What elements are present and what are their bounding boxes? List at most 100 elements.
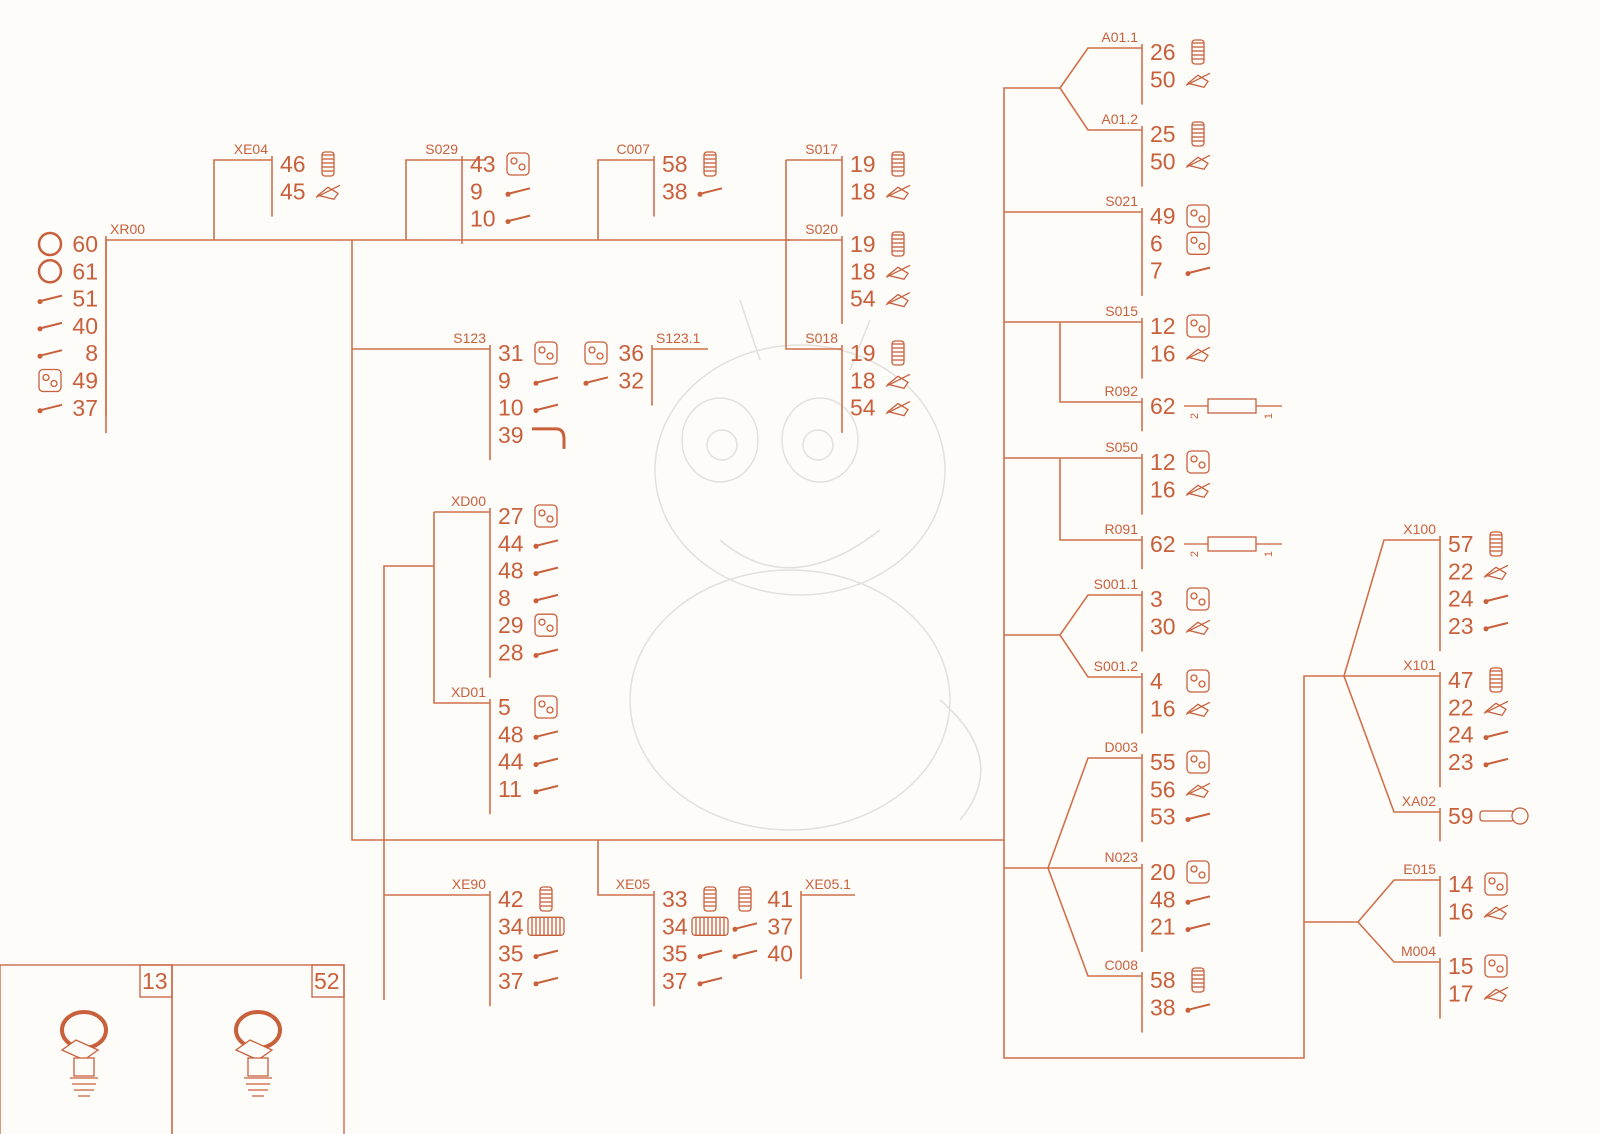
part-49-icon [1186, 204, 1210, 228]
connector-label: S021 [1105, 193, 1138, 209]
connector-label: D003 [1105, 739, 1139, 755]
part-number: 9 [470, 178, 483, 204]
part-43-icon [506, 152, 530, 176]
part-number: 59 [1448, 803, 1474, 829]
ring-terminal-bolt-icon [234, 1010, 282, 1097]
part-number: 12 [1150, 313, 1176, 339]
part-number: 49 [72, 368, 98, 394]
part-29-icon [534, 613, 558, 637]
connector-label: R092 [1105, 383, 1139, 399]
part-number: 35 [498, 941, 524, 967]
part-36-icon [584, 341, 608, 365]
part-number: 58 [662, 151, 688, 177]
connector-label: XE04 [234, 141, 268, 157]
part-number: 16 [1150, 476, 1176, 502]
part-60-icon [37, 231, 63, 257]
part-number: 22 [1448, 558, 1474, 584]
connector-label: XE05.1 [805, 876, 851, 892]
connector-label: X100 [1403, 521, 1436, 537]
part-number: 18 [850, 178, 876, 204]
part-45-icon [315, 184, 341, 201]
connector-label: XE90 [452, 876, 486, 892]
part-number: 46 [280, 151, 306, 177]
part-number: 50 [1150, 148, 1176, 174]
part-50-icon [1185, 72, 1211, 89]
part-23-icon [1483, 621, 1509, 632]
part-22-icon [1483, 564, 1509, 581]
pin-number: 1 [1263, 413, 1275, 419]
part-number: 12 [1150, 449, 1176, 475]
part-37-icon [697, 976, 723, 987]
part-3-icon [1186, 587, 1210, 611]
part-number: 31 [498, 340, 524, 366]
part-number: 4 [1150, 668, 1163, 694]
part-number: 30 [1150, 613, 1176, 639]
pin-number: 2 [1189, 413, 1201, 419]
connector-label: R091 [1105, 521, 1139, 537]
ring-terminal-bolt-icon [60, 1010, 108, 1097]
part-number: 34 [662, 913, 688, 939]
part-number: 34 [498, 913, 524, 939]
part-47-icon [1489, 667, 1503, 693]
connector-label: S018 [805, 330, 838, 346]
part-54-icon [885, 292, 911, 308]
part-11-icon [533, 784, 559, 795]
part-number: 38 [662, 178, 688, 204]
connector-label: A01.1 [1101, 29, 1138, 45]
inset-number: 13 [142, 968, 168, 994]
part-number: 18 [850, 258, 876, 284]
connector-label: S020 [805, 221, 838, 237]
part-19-icon [891, 151, 905, 177]
inset-number: 52 [314, 968, 340, 994]
connector-label: S015 [1105, 303, 1138, 319]
connector-label: XD00 [451, 493, 486, 509]
part-49-icon [38, 368, 62, 393]
part-number: 38 [1150, 994, 1176, 1020]
part-number: 9 [498, 367, 511, 393]
part-number: 24 [1448, 722, 1474, 748]
part-number: 26 [1150, 39, 1176, 65]
part-number: 8 [85, 340, 98, 366]
part-10-icon [533, 403, 559, 414]
part-number: 29 [498, 612, 524, 638]
part-34-icon [527, 916, 565, 936]
part-10-icon [505, 214, 531, 225]
connector-label: X101 [1403, 657, 1436, 673]
part-number: 60 [72, 231, 98, 257]
part-number: 11 [498, 776, 522, 802]
connector-label: S123.1 [656, 330, 701, 346]
part-number: 55 [1150, 749, 1176, 775]
part-number: 23 [1448, 749, 1474, 775]
part-62-icon [1184, 536, 1282, 552]
part-number: 43 [470, 151, 496, 177]
part-55-icon [1186, 750, 1210, 774]
part-48-icon [533, 566, 559, 577]
part-16-icon [1185, 346, 1211, 363]
part-37-icon [533, 976, 559, 987]
part-44-icon [533, 539, 559, 549]
connector-label: XE05 [616, 876, 650, 892]
part-16-icon [1185, 701, 1211, 718]
part-46-icon [321, 151, 335, 177]
part-4-icon [1186, 669, 1210, 693]
part-number: 10 [470, 206, 496, 232]
part-39-icon [532, 427, 566, 449]
part-28-icon [533, 648, 559, 658]
part-number: 19 [850, 340, 876, 366]
part-number: 44 [498, 749, 524, 775]
part-58-icon [1191, 967, 1205, 993]
part-number: 40 [767, 941, 793, 967]
part-8-icon [533, 593, 559, 604]
part-16-icon [1185, 482, 1211, 499]
part-6-icon [1186, 231, 1210, 255]
part-38-icon [697, 187, 723, 197]
